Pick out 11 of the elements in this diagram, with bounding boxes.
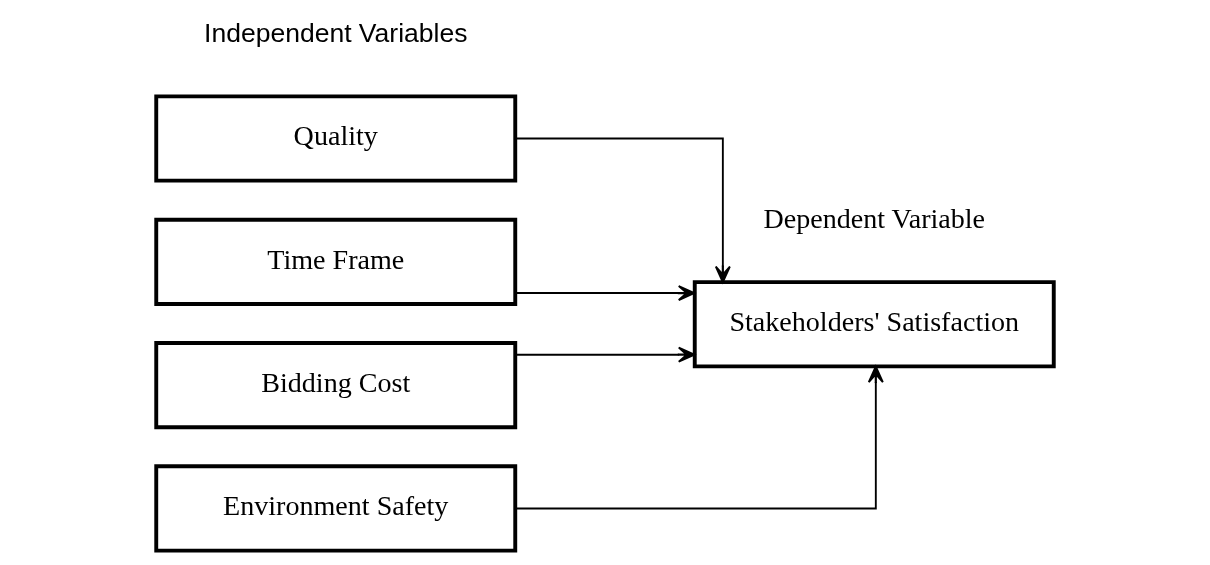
node-box: Quality bbox=[154, 94, 518, 183]
arrow bbox=[514, 346, 696, 363]
node-box: Time Frame bbox=[154, 217, 518, 306]
node-box: Bidding Cost bbox=[154, 341, 518, 430]
label: Independent Variables bbox=[204, 17, 468, 48]
arrow bbox=[514, 137, 731, 284]
node-label: Dependent Variable bbox=[763, 203, 986, 235]
node-box: Environment Safety bbox=[154, 464, 518, 553]
node-box: Stakeholders' Satisfaction bbox=[692, 280, 1056, 369]
arrow bbox=[514, 365, 884, 510]
arrow bbox=[514, 285, 696, 301]
